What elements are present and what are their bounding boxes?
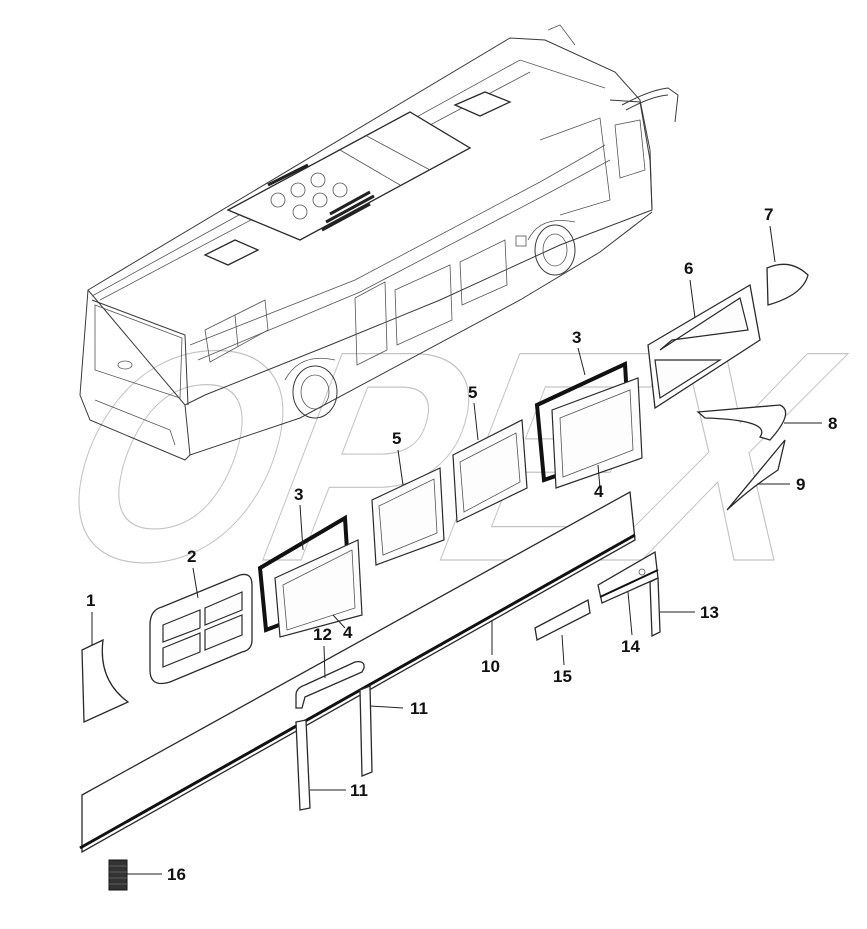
callout-4-left: 4 (343, 623, 353, 642)
callout-11-right: 11 (410, 699, 428, 718)
part-4-window-glass-right (551, 377, 643, 489)
part-7-door-panel (766, 263, 809, 306)
part-13-small-trim (649, 576, 661, 638)
callout-11-left: 11 (350, 781, 368, 800)
callout-3-left: 3 (294, 485, 303, 504)
bus-illustration (79, 24, 679, 461)
callout-13: 13 (700, 603, 719, 622)
part-12-lower-strip (295, 660, 365, 709)
callout-12: 12 (313, 625, 332, 644)
callout-15: 15 (553, 667, 572, 686)
leader-lines (91, 225, 822, 875)
part-14-panel-with-light (597, 550, 659, 604)
part-16-label-plate (108, 859, 128, 891)
part-11-vertical-strip-left (295, 719, 311, 811)
part-6-front-side-window (647, 283, 761, 410)
part-2-rear-window-frame (149, 573, 253, 685)
callout-16: 16 (167, 865, 186, 884)
callout-7: 7 (764, 205, 773, 224)
callout-5-right: 5 (468, 383, 477, 402)
callout-2: 2 (187, 547, 196, 566)
part-5-window-right (452, 419, 528, 523)
callout-6: 6 (684, 259, 693, 278)
part-11-vertical-strip-right (359, 685, 373, 777)
part-15-small-panel (534, 598, 591, 641)
ac-fan-cluster (267, 163, 375, 232)
callout-5-left: 5 (392, 429, 401, 448)
part-5-window-middle (371, 467, 445, 566)
callout-8: 8 (828, 414, 837, 433)
callout-3-right: 3 (572, 328, 581, 347)
callout-14: 14 (621, 637, 640, 656)
callout-labels: 1 2 3 3 4 4 5 5 6 7 8 9 10 11 11 12 13 1… (86, 205, 837, 884)
part-8-trim-strip (696, 404, 787, 441)
callout-9: 9 (796, 475, 805, 494)
callout-10: 10 (481, 657, 500, 676)
part-1-rear-corner-panel (81, 638, 130, 723)
callout-4-right: 4 (594, 482, 604, 501)
part-9-corner-strip (726, 439, 786, 511)
callout-1: 1 (86, 591, 95, 610)
